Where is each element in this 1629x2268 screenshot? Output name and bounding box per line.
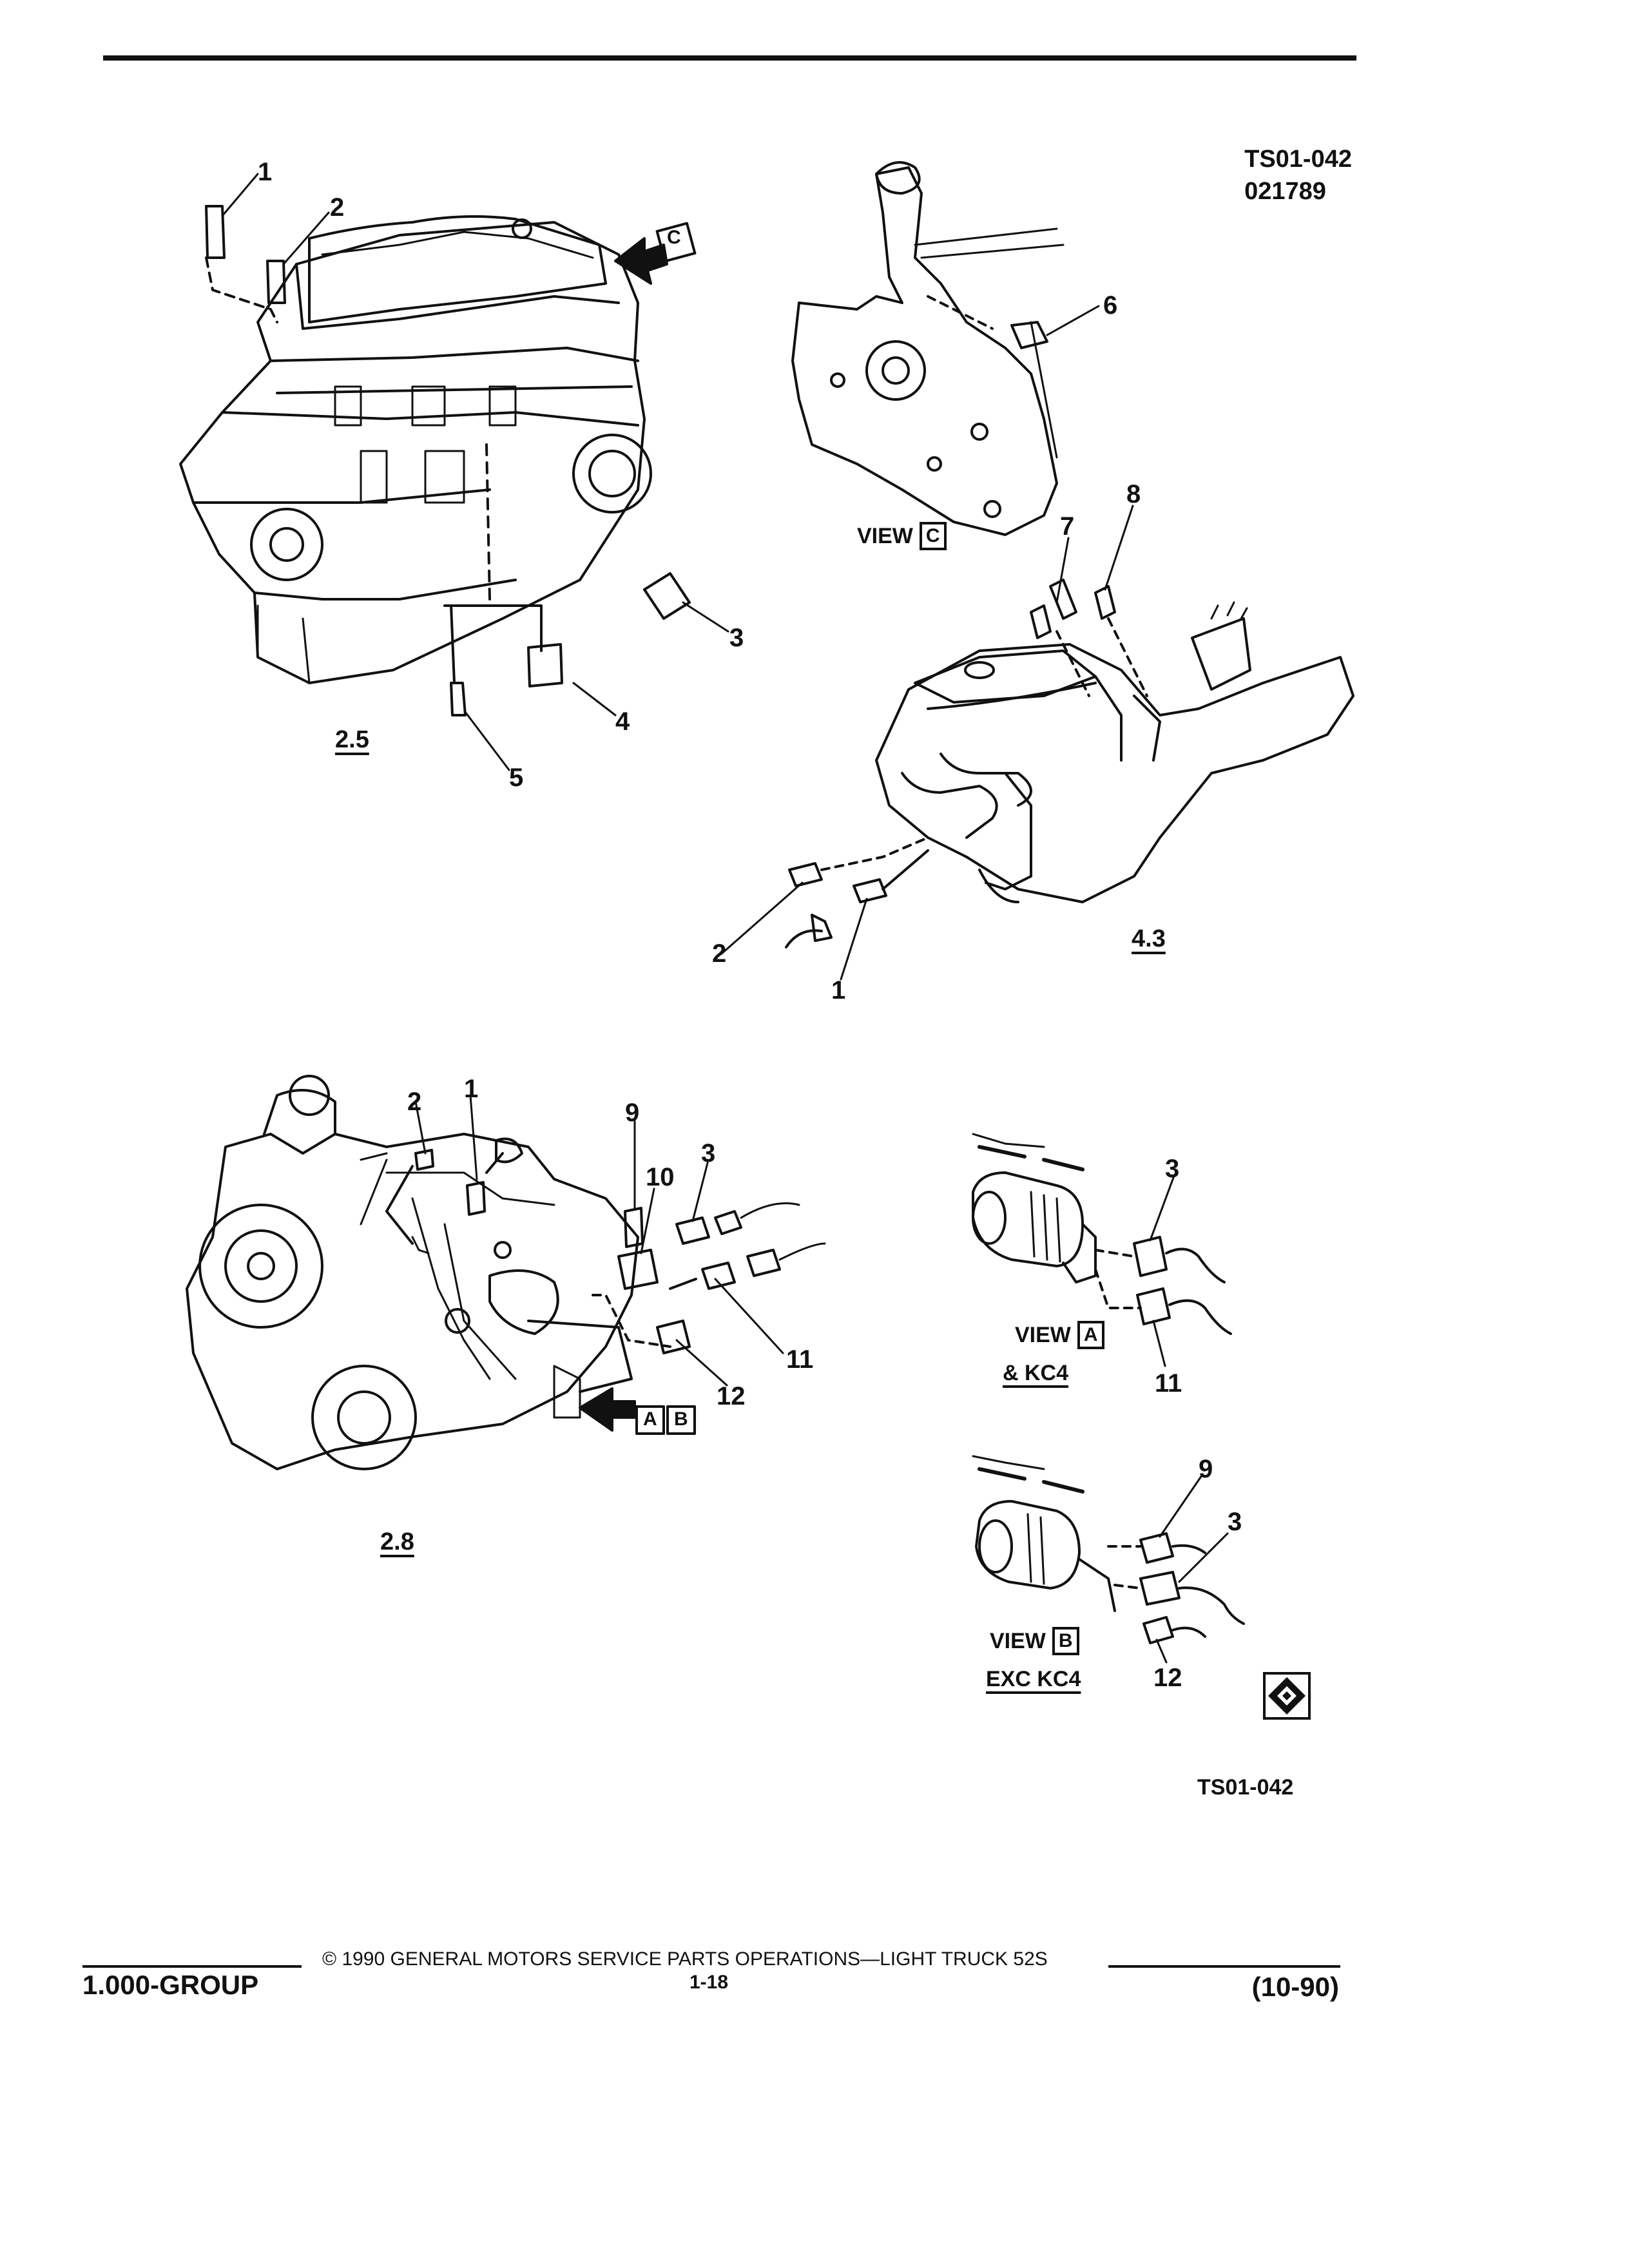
- view-c-letter-box: C: [919, 522, 947, 550]
- reference-block: TS01-042 021789: [1244, 143, 1352, 207]
- view-a-sublabel: & KC4: [1003, 1361, 1069, 1385]
- reference-date: 021789: [1244, 178, 1326, 205]
- callout-2-8-10: 10: [646, 1163, 675, 1191]
- callout-leaders: [221, 173, 1229, 1664]
- callout-2-8-1: 1: [464, 1075, 479, 1103]
- callout-view-c-6: 6: [1103, 291, 1118, 320]
- callout-2-8-3: 3: [701, 1139, 716, 1168]
- view-a-drawing: [972, 1133, 1232, 1335]
- view-a-letter-box: A: [1077, 1321, 1104, 1349]
- callout-2-8-2: 2: [407, 1088, 422, 1116]
- callout-2-5-2: 2: [330, 193, 345, 222]
- view-b-word: VIEW: [990, 1628, 1046, 1653]
- callout-2-5-3: 3: [729, 624, 744, 652]
- view-b-label: VIEW B: [990, 1627, 1079, 1655]
- engine-2-5-drawing: [179, 205, 691, 716]
- engine-4-3-drawing: [785, 579, 1354, 948]
- view-a-word: VIEW: [1015, 1322, 1071, 1347]
- callout-2-8-12: 12: [717, 1382, 746, 1410]
- callout-2-5-5: 5: [509, 764, 524, 792]
- footer-group: 1.000-GROUP: [82, 1970, 259, 2000]
- diamond-logo-icon: [1263, 1672, 1311, 1720]
- view-c-label: VIEW C: [857, 522, 947, 550]
- view-c-word: VIEW: [857, 523, 913, 548]
- section-label-2-5: 2.5: [335, 726, 369, 753]
- engine-2-8-drawing: [186, 1075, 826, 1470]
- view-b-drawing: [972, 1455, 1245, 1644]
- arrow-c-letter: C: [667, 227, 681, 248]
- arrow-a-letter: A: [643, 1408, 657, 1430]
- callout-2-8-9: 9: [625, 1099, 640, 1127]
- callout-view-b-3: 3: [1228, 1508, 1242, 1536]
- view-b-letter-box: B: [1052, 1627, 1079, 1655]
- section-label-4-3: 4.3: [1132, 925, 1166, 952]
- arrow-c-drawing: [614, 222, 697, 285]
- callout-view-a-11: 11: [1155, 1369, 1182, 1398]
- callout-2-5-1: 1: [258, 158, 273, 186]
- callout-4-3-7: 7: [1060, 512, 1075, 541]
- footer-revision: (10-90): [1251, 1972, 1339, 2002]
- figure-code: TS01-042: [1197, 1775, 1294, 1800]
- callout-2-5-4: 4: [615, 707, 630, 736]
- callout-4-3-2: 2: [712, 939, 727, 968]
- footer-rule-left: [82, 1965, 302, 1968]
- arrow-b-letter: B: [674, 1408, 688, 1430]
- footer-rule-right: [1108, 1965, 1340, 1968]
- view-c-drawing: [791, 161, 1065, 536]
- callout-view-b-9: 9: [1199, 1455, 1213, 1483]
- view-b-sublabel: EXC KC4: [986, 1667, 1081, 1691]
- callout-view-a-3: 3: [1165, 1155, 1180, 1183]
- view-a-label: VIEW A: [1015, 1321, 1104, 1349]
- section-label-2-8: 2.8: [380, 1528, 414, 1555]
- reference-code: TS01-042: [1244, 146, 1352, 173]
- callout-4-3-1: 1: [831, 976, 846, 1004]
- footer-page-number: 1-18: [689, 1972, 729, 1993]
- callout-4-3-8: 8: [1126, 480, 1141, 508]
- top-rule: [103, 55, 1356, 61]
- callout-2-8-11: 11: [786, 1345, 814, 1374]
- footer-copyright: © 1990 GENERAL MOTORS SERVICE PARTS OPER…: [322, 1948, 1048, 1970]
- callout-view-b-12: 12: [1153, 1664, 1182, 1692]
